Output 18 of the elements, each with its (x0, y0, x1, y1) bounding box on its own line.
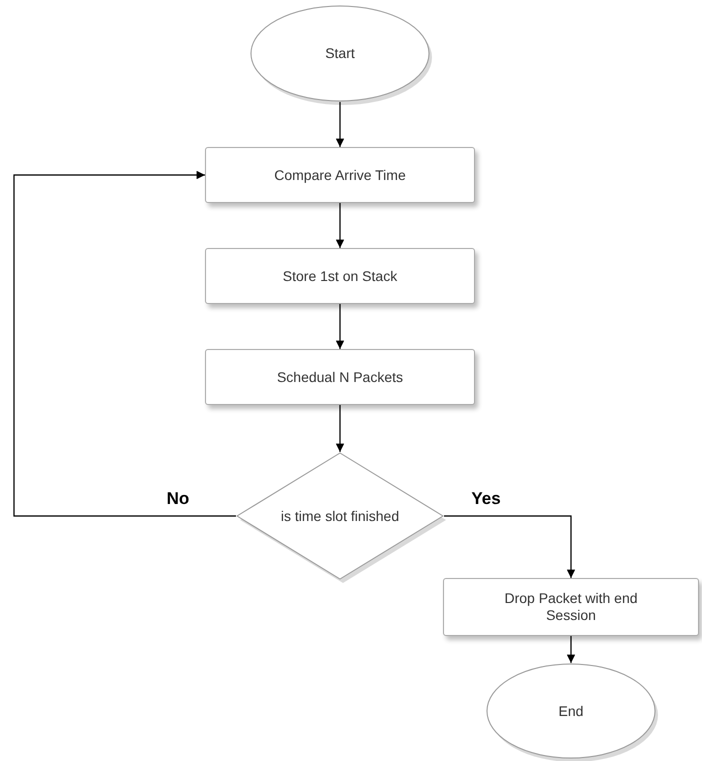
node-text: is time slot finished (280, 508, 400, 524)
node-text: Store 1st on Stack (282, 268, 398, 284)
arrow (336, 102, 344, 147)
arrow (336, 304, 344, 349)
process-box (443, 578, 699, 636)
node-text: Start (325, 45, 355, 62)
arrow (566, 636, 576, 663)
arrow (336, 203, 344, 248)
node-text: Compare Arrive Time (274, 166, 406, 184)
node-text: End (558, 702, 584, 720)
process-box (205, 248, 475, 304)
arrow (13, 170, 236, 517)
process-box (205, 349, 475, 405)
arrow (336, 405, 344, 452)
process-box (205, 147, 475, 203)
arrow (444, 515, 576, 578)
node-text: Schedual N Packets (276, 368, 404, 386)
node-text: Drop Packet with end Session (503, 590, 639, 624)
